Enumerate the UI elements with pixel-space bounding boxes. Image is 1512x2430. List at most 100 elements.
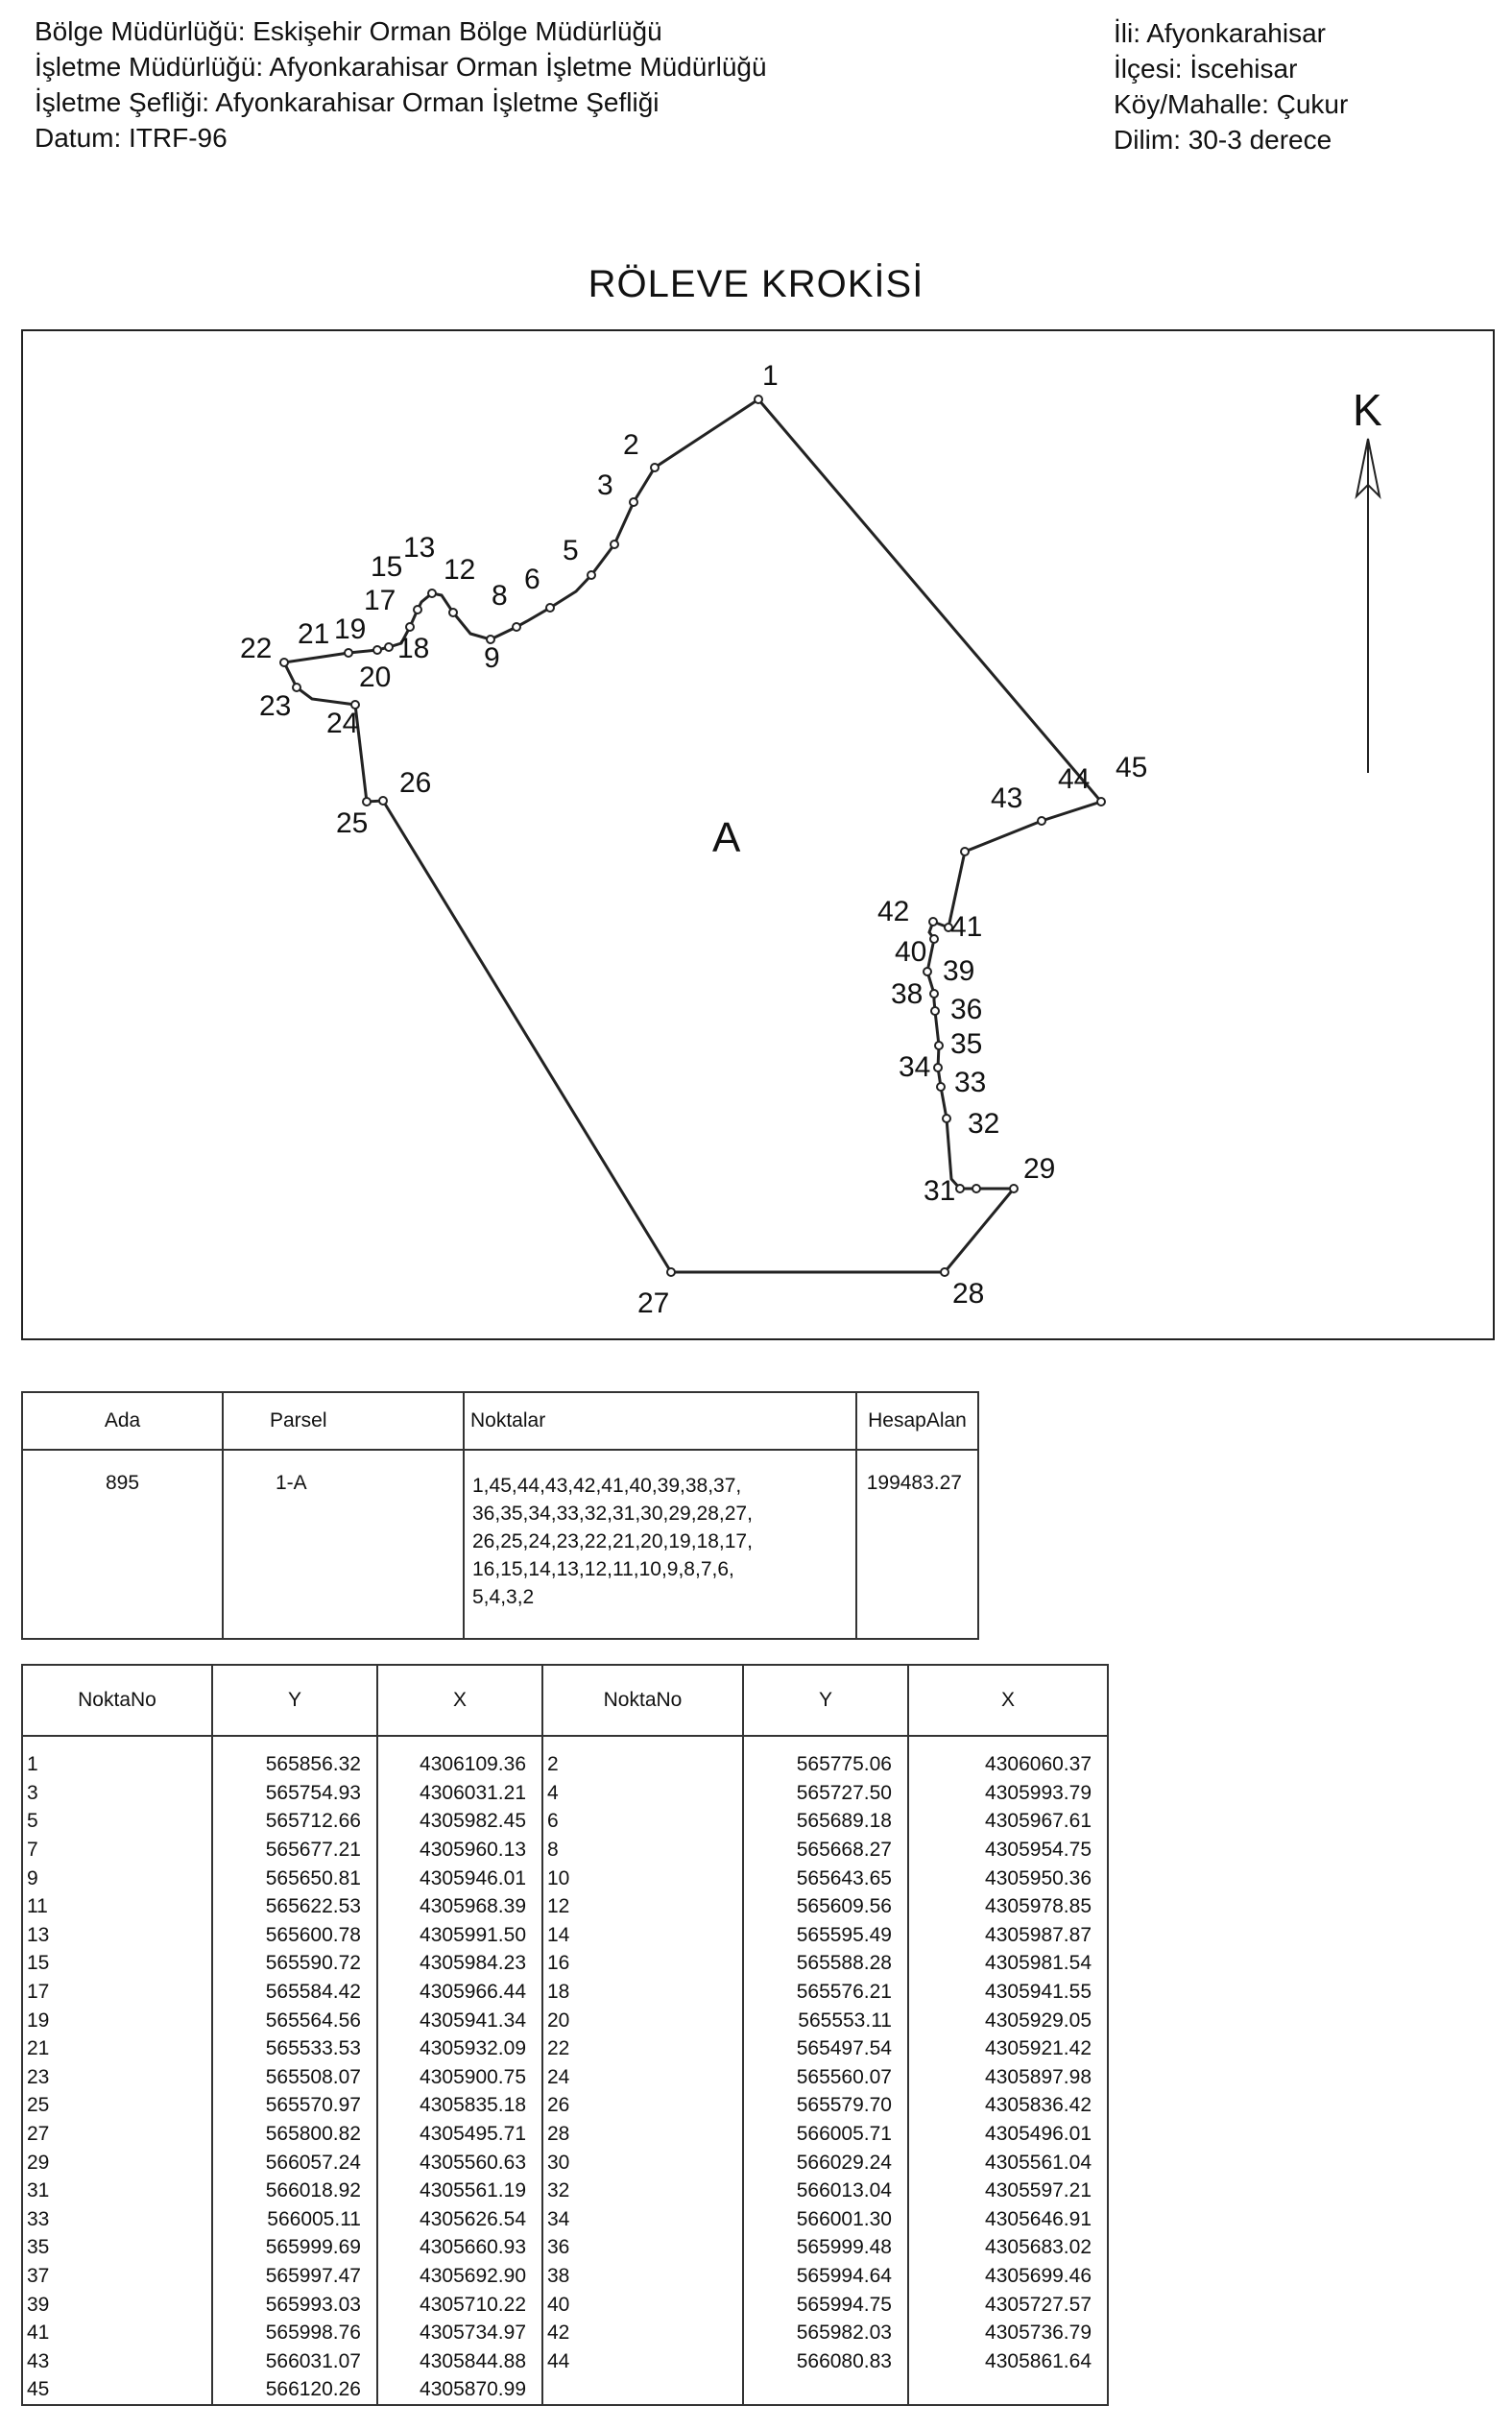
noktano-cell: 39 — [21, 2290, 213, 2319]
x-cell: 4306031.21 — [376, 1778, 543, 1808]
label-41: 41 — [950, 911, 982, 943]
label-19: 19 — [334, 614, 366, 645]
y-cell: 565727.50 — [742, 1778, 909, 1808]
label-34: 34 — [899, 1051, 930, 1083]
x-cell: 4305660.93 — [376, 2233, 543, 2262]
label-12: 12 — [444, 554, 475, 586]
noktalar-line: 1,45,44,43,42,41,40,39,38,37, — [472, 1475, 742, 1497]
x-cell: 4305967.61 — [907, 1807, 1109, 1836]
y-cell: 566013.04 — [742, 2176, 909, 2205]
cell-hesapalan: 199483.27 — [855, 1449, 979, 1640]
point-18 — [384, 642, 394, 652]
y-cell: 565560.07 — [742, 2062, 909, 2092]
y-cell: 565533.53 — [211, 2033, 378, 2063]
y-cell: 565553.11 — [742, 2006, 909, 2034]
x-cell: 4305844.88 — [376, 2346, 543, 2376]
noktano-cell: 35 — [21, 2233, 213, 2262]
x-cell: 4305932.09 — [376, 2033, 543, 2063]
x-cell: 4305941.34 — [376, 2006, 543, 2034]
x-cell: 4305941.55 — [907, 1977, 1109, 2007]
x-cell: 4305495.71 — [376, 2119, 543, 2149]
label-35: 35 — [950, 1028, 982, 1060]
x-cell: 4305736.79 — [907, 2318, 1109, 2347]
noktano-cell: 13 — [21, 1920, 213, 1950]
noktano-cell: 18 — [541, 1977, 744, 2007]
label-43: 43 — [991, 782, 1022, 814]
label-17: 17 — [364, 585, 396, 616]
y-cell: 565588.28 — [742, 1949, 909, 1978]
datum: Datum: ITRF-96 — [35, 123, 228, 153]
header-y-2: Y — [742, 1664, 909, 1737]
isletme-mudurlugu: İşletme Müdürlüğü: Afyonkarahisar Orman … — [35, 52, 767, 82]
noktano-cell: 38 — [541, 2261, 744, 2291]
noktalar-line: 5,4,3,2 — [472, 1586, 535, 1608]
y-cell: 565994.75 — [742, 2290, 909, 2319]
point-13 — [427, 589, 437, 598]
label-13: 13 — [403, 532, 435, 564]
point-40 — [929, 934, 939, 944]
noktano-cell: 1 — [21, 1736, 213, 1779]
north-label: K — [1353, 385, 1382, 435]
label-1: 1 — [762, 360, 779, 392]
roleve-sketch: 1 2 3 5 6 8 9 12 13 15 17 18 19 20 21 22… — [21, 329, 1495, 1340]
label-32: 32 — [968, 1108, 999, 1140]
y-cell: 565564.56 — [211, 2006, 378, 2034]
point-25 — [362, 797, 372, 806]
header-right: İli: Afyonkarahisar İlçesi: İscehisar Kö… — [1114, 15, 1348, 157]
x-cell: 4305861.64 — [907, 2346, 1109, 2376]
noktano-cell: 8 — [541, 1835, 744, 1865]
x-cell: 4305683.02 — [907, 2233, 1109, 2262]
point-27 — [666, 1267, 676, 1277]
noktano-cell: 14 — [541, 1920, 744, 1950]
x-cell: 4305991.50 — [376, 1920, 543, 1950]
noktano-cell: 4 — [541, 1778, 744, 1808]
y-cell: 565576.21 — [742, 1977, 909, 2007]
y-cell: 566080.83 — [742, 2346, 909, 2376]
x-cell: 4305734.97 — [376, 2318, 543, 2347]
point-26 — [378, 796, 388, 806]
point-31 — [955, 1184, 965, 1193]
noktano-cell: 5 — [21, 1807, 213, 1836]
point-1 — [754, 395, 763, 404]
y-cell: 565600.78 — [211, 1920, 378, 1950]
cell-noktalar: 1,45,44,43,42,41,40,39,38,37, 36,35,34,3… — [463, 1449, 857, 1640]
x-cell: 4305921.42 — [907, 2033, 1109, 2063]
y-cell: 566029.24 — [742, 2148, 909, 2177]
y-cell: 566001.30 — [742, 2204, 909, 2234]
noktano-cell: 11 — [21, 1891, 213, 1921]
x-cell: 4306060.37 — [907, 1736, 1109, 1779]
noktano-cell: 6 — [541, 1807, 744, 1836]
noktalar-line: 26,25,24,23,22,21,20,19,18,17, — [472, 1530, 753, 1552]
x-cell: 4305561.04 — [907, 2148, 1109, 2177]
label-44: 44 — [1058, 763, 1090, 795]
point-30 — [972, 1184, 981, 1193]
label-40: 40 — [895, 936, 926, 968]
noktano-cell: 2 — [541, 1736, 744, 1779]
y-cell: 565998.76 — [211, 2318, 378, 2347]
label-45: 45 — [1116, 752, 1147, 783]
point-36 — [930, 1006, 940, 1016]
boundary-points — [279, 395, 1106, 1277]
x-cell: 4305710.22 — [376, 2290, 543, 2319]
noktano-cell: 45 — [21, 2375, 213, 2406]
noktano-cell: 3 — [21, 1778, 213, 1808]
x-cell: 4305900.75 — [376, 2062, 543, 2092]
x-cell: 4305981.54 — [907, 1949, 1109, 1978]
noktano-cell: 26 — [541, 2091, 744, 2120]
bolge-mudurlugu: Bölge Müdürlüğü: Eskişehir Orman Bölge M… — [35, 16, 662, 46]
cell-ada: 895 — [21, 1449, 224, 1640]
x-cell: 4305929.05 — [907, 2006, 1109, 2034]
point-44 — [1037, 816, 1046, 826]
header-x-2: X — [907, 1664, 1109, 1737]
koy-mahalle: Köy/Mahalle: Çukur — [1114, 89, 1349, 119]
ilce: İlçesi: İscehisar — [1114, 54, 1298, 84]
